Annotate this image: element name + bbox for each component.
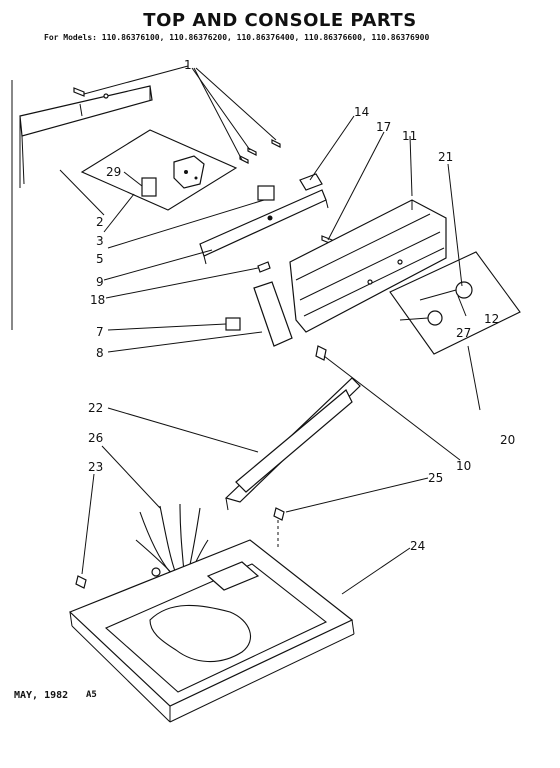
part-7-clip (225, 317, 241, 331)
callout-14: 14 (354, 105, 369, 119)
callout-1: 1 (184, 58, 192, 72)
callout-29: 29 (106, 165, 121, 179)
part-24-top (68, 539, 355, 723)
callout-25: 25 (428, 471, 443, 485)
callout-23: 23 (88, 460, 103, 474)
part-2-plate (19, 85, 153, 188)
part-14-terminal (257, 185, 275, 201)
callout-17: 17 (376, 120, 391, 134)
callout-27: 27 (456, 326, 471, 340)
footer-date: MAY, 1982 (14, 690, 69, 701)
switch-component (173, 155, 205, 189)
diagram-title: TOP AND CONSOLE PARTS (143, 10, 417, 31)
part-11-console (289, 199, 447, 333)
callout-20: 20 (500, 433, 515, 447)
model-numbers: For Models: 110.86376100, 110.86376200, … (44, 33, 430, 42)
part-10-screw (315, 345, 327, 361)
part-5-bracket (199, 173, 329, 265)
part-3-panel (80, 129, 238, 211)
part-22-trough (224, 377, 361, 511)
part-25-screw (273, 507, 285, 521)
part-1-screws (73, 87, 281, 164)
callout-8: 8 (96, 346, 104, 360)
part-27-knob (427, 310, 443, 326)
callout-11: 11 (402, 129, 417, 143)
part-12-knob (455, 281, 473, 299)
knob-panel (389, 251, 521, 355)
part-18-clip (257, 261, 271, 273)
callout-12: 12 (484, 312, 499, 326)
lint-opening (206, 561, 260, 591)
callout-18: 18 (90, 293, 105, 307)
footer-code: A5 (86, 690, 97, 700)
callout-9: 9 (96, 275, 104, 289)
callout-7: 7 (96, 325, 104, 339)
callout-26: 26 (88, 431, 103, 445)
callout-22: 22 (88, 401, 103, 415)
leader-lines (59, 65, 481, 595)
callout-3: 3 (96, 234, 104, 248)
callout-24: 24 (410, 539, 425, 553)
callout-2: 2 (96, 215, 104, 229)
part-8-bezel (253, 281, 293, 347)
part-29-clip (141, 177, 157, 197)
callout-10: 10 (456, 459, 471, 473)
callout-5: 5 (96, 252, 104, 266)
callout-21: 21 (438, 150, 453, 164)
part-23-screw (75, 575, 87, 589)
